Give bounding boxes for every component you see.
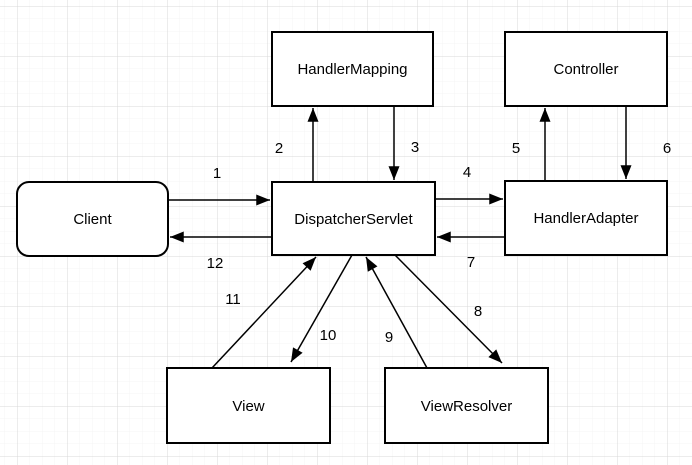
edge-3-label: 3: [411, 139, 419, 156]
edge-2-dispatcherservlet-to-handlermapping: 2: [275, 108, 319, 182]
edge-11-label: 11: [225, 291, 241, 308]
edge-9-viewresolver-to-dispatcherservlet: 9: [365, 256, 428, 369]
edge-9-label: 9: [385, 329, 393, 346]
edge-1-client-to-dispatcherservlet: 1: [168, 165, 270, 206]
node-handler-adapter: HandlerAdapter: [504, 180, 668, 256]
edge-11-view-to-dispatcherservlet: 11: [211, 256, 317, 369]
edge-4-dispatcherservlet-to-handleradapter: 4: [435, 164, 503, 205]
edge-8-label: 8: [474, 303, 482, 320]
node-handler-mapping-label: HandlerMapping: [297, 61, 407, 78]
node-view-resolver-label: ViewResolver: [421, 398, 512, 415]
node-dispatcher-servlet-label: DispatcherServlet: [294, 211, 413, 228]
edge-6-label: 6: [663, 140, 671, 157]
edge-7-handleradapter-to-dispatcherservlet: 7: [437, 231, 505, 271]
edge-5-label: 5: [512, 140, 520, 157]
edge-12-dispatcherservlet-to-client: 12: [170, 231, 272, 272]
node-client-label: Client: [73, 211, 112, 228]
edge-5-handleradapter-to-controller: 5: [512, 108, 551, 181]
edge-6-controller-to-handleradapter: 6: [620, 106, 671, 179]
node-dispatcher-servlet: DispatcherServlet: [271, 181, 436, 256]
edge-10-dispatcherservlet-to-view: 10: [290, 254, 353, 363]
edge-1-label: 1: [213, 165, 221, 182]
edge-2-label: 2: [275, 140, 283, 157]
edge-3-handlermapping-to-dispatcherservlet: 3: [388, 106, 419, 180]
node-view-resolver: ViewResolver: [384, 367, 549, 444]
node-handler-mapping: HandlerMapping: [271, 31, 434, 107]
edge-8-dispatcherservlet-to-viewresolver: 8: [394, 254, 503, 364]
edge-4-label: 4: [463, 164, 471, 181]
node-controller: Controller: [504, 31, 668, 107]
edge-10-label: 10: [320, 327, 337, 344]
node-handler-adapter-label: HandlerAdapter: [533, 210, 638, 227]
edge-12-label: 12: [207, 255, 224, 272]
node-client: Client: [16, 181, 169, 257]
node-controller-label: Controller: [553, 61, 618, 78]
node-view-label: View: [232, 398, 264, 415]
edge-7-label: 7: [467, 254, 475, 271]
node-view: View: [166, 367, 331, 444]
